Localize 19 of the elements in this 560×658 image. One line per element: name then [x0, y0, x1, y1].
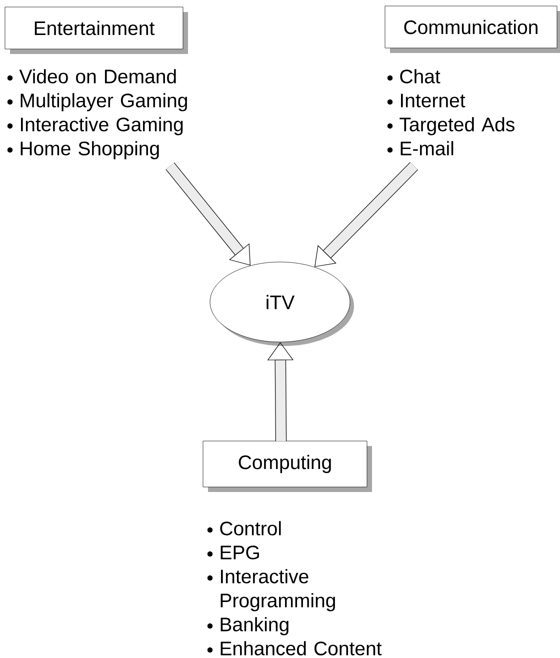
category-box: Communication — [384, 6, 560, 53]
list-item: Interactive Gaming — [7, 117, 183, 136]
list-item: Video on Demand — [7, 69, 176, 84]
list-item: Targeted Ads — [387, 117, 514, 136]
block-arrow — [314, 162, 418, 267]
category-box: Computing — [202, 440, 372, 492]
list-item: Multiplayer Gaming — [7, 93, 187, 112]
block-arrow — [267, 342, 294, 442]
category-box: Entertainment — [4, 6, 188, 54]
list-item: Banking — [207, 617, 288, 636]
list-item: Interactive Programming — [207, 569, 335, 612]
list-item: Home Shopping — [7, 141, 159, 160]
list-item: Control — [207, 521, 281, 536]
list-item: Chat — [387, 69, 440, 84]
list-item: Enhanced Content — [207, 641, 382, 656]
list-item: Internet — [387, 94, 466, 108]
ellipse-node: iTV — [210, 262, 354, 346]
list-item: E-mail — [387, 141, 454, 156]
list-item: EPG — [207, 546, 259, 560]
